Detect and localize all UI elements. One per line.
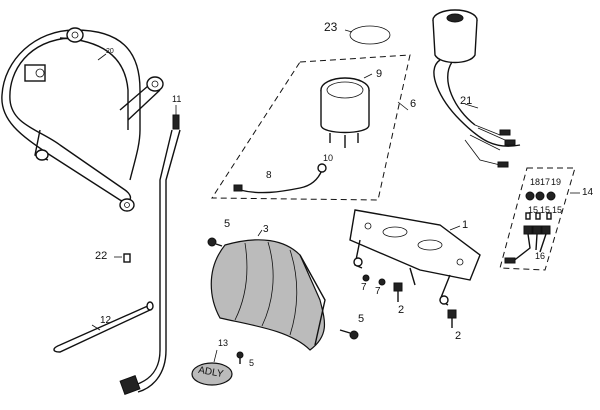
callout-5: 5	[224, 218, 231, 230]
callout-22: 22	[95, 250, 108, 262]
callout-7: 7	[375, 286, 381, 297]
part-6-group-outline	[211, 54, 411, 201]
callout-7: 7	[361, 282, 367, 293]
screws	[114, 237, 457, 364]
part-8-wire	[239, 169, 323, 194]
part-11-speedometer-cable	[119, 105, 181, 395]
callout-3: 3	[263, 224, 269, 235]
callout-16: 16	[535, 251, 546, 261]
part-1-bracket	[349, 209, 481, 306]
callout-5: 5	[358, 313, 365, 325]
part-13-emblem	[191, 362, 233, 386]
callout-11: 11	[172, 94, 182, 104]
callout-14: 14	[582, 187, 594, 198]
part-20-frame-tube	[1, 27, 164, 212]
callout-23: 23	[324, 20, 338, 34]
part-14-connectors	[504, 191, 556, 264]
part-14-group-outline	[499, 167, 576, 271]
part-23-lens	[349, 25, 391, 45]
callout-15: 15	[552, 205, 563, 215]
callout-1: 1	[462, 219, 469, 231]
callout-17: 17	[540, 177, 551, 187]
callout-13: 13	[218, 338, 229, 348]
part-21-switch-harness	[432, 9, 521, 168]
callout-19: 19	[551, 177, 562, 187]
callout-15: 15	[528, 205, 539, 215]
part-12-rod	[53, 301, 154, 353]
callout-2: 2	[398, 304, 405, 316]
callout-15: 15	[540, 205, 551, 215]
part-9-gauge	[320, 73, 373, 148]
callout-8: 8	[266, 170, 272, 181]
callout-20: 20	[106, 48, 114, 55]
callout-12: 12	[100, 315, 112, 326]
part-3-cover	[210, 229, 326, 351]
callout-10: 10	[323, 153, 334, 163]
callout-18: 18	[530, 177, 541, 187]
callout-6: 6	[410, 98, 417, 110]
callout-2: 2	[455, 330, 462, 342]
callout-21: 21	[460, 95, 473, 107]
callout-9: 9	[376, 68, 383, 80]
callout-5: 5	[249, 358, 255, 368]
